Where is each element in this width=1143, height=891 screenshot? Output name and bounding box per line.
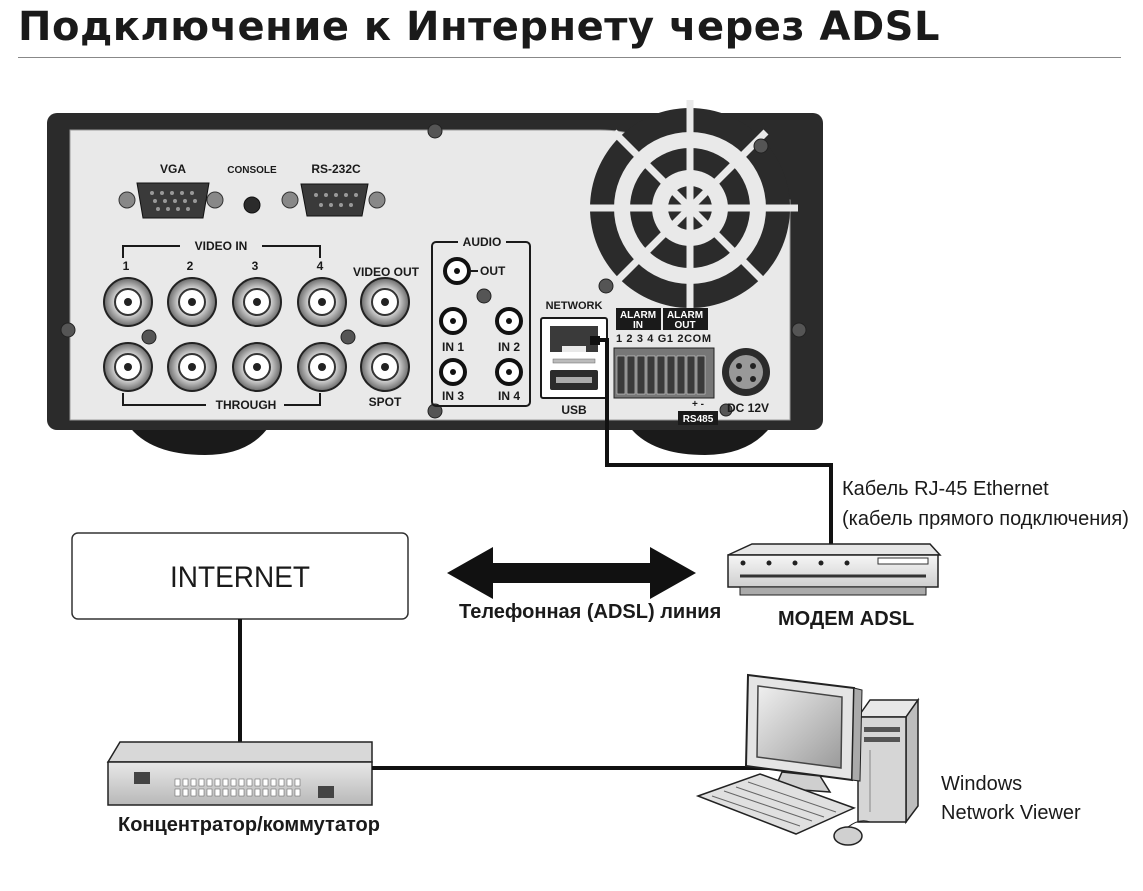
- rs485-label: RS485: [683, 414, 714, 425]
- rs232c-port-icon: [300, 183, 369, 217]
- rs232c-screw-right-icon: [368, 191, 386, 209]
- dc-power-jack-icon: [722, 348, 770, 396]
- rca-jack-out-icon: [443, 257, 471, 285]
- vga-label: VGA: [160, 162, 186, 176]
- hub-label: Концентратор/коммутатор: [118, 814, 380, 836]
- adsl-modem-icon: [727, 543, 942, 596]
- fan-grill-icon: [582, 100, 798, 316]
- bnc-icon: [103, 277, 153, 327]
- dc12v-label: DC 12V: [727, 401, 769, 415]
- network-label: NETWORK: [546, 300, 603, 312]
- dvr-foot-left: [128, 425, 270, 455]
- rj45-port-icon: [550, 326, 598, 352]
- audio-in1-label: IN 1: [442, 340, 464, 354]
- pc-computer-icon: [695, 673, 920, 846]
- video-out-label: VIDEO OUT: [353, 265, 420, 279]
- screw-icons: [60, 123, 807, 419]
- audio-in3-label: IN 3: [442, 389, 464, 403]
- rca-jack-in2-icon: [495, 307, 523, 335]
- viewer-label-line1: Windows: [941, 773, 1023, 795]
- vga-screw-right-icon: [206, 191, 224, 209]
- bnc-connectors: [103, 277, 410, 392]
- audio-in2-label: IN 2: [498, 340, 520, 354]
- usb-label: USB: [561, 403, 587, 417]
- cable-label-line1: Кабель RJ-45 Ethernet: [842, 478, 1049, 500]
- bnc-icon: [167, 277, 217, 327]
- svg-text:ALARM: ALARM: [620, 310, 656, 321]
- bnc-icon: [167, 342, 217, 392]
- rca-jack-in4-icon: [495, 358, 523, 386]
- terminal-block-icon: [613, 347, 715, 399]
- video-in-ch1-label: 1: [123, 259, 130, 273]
- rs485-badge: [678, 411, 718, 425]
- modem-label: МОДЕМ ADSL: [778, 608, 915, 630]
- internet-label: INTERNET: [170, 561, 310, 594]
- console-port-icon: [243, 196, 261, 214]
- rs232c-label: RS-232C: [311, 162, 361, 176]
- audio-label: AUDIO: [463, 235, 502, 249]
- spot-label: SPOT: [369, 395, 402, 409]
- video-in-bracket: [122, 245, 321, 258]
- ethernet-cable: [595, 338, 833, 548]
- page-title: Подключение к Интернету через ADSL: [18, 4, 940, 50]
- audio-in4-label: IN 4: [498, 389, 520, 403]
- svg-text:IN: IN: [633, 320, 643, 331]
- bnc-icon: [360, 277, 410, 327]
- video-in-ch3-label: 3: [252, 259, 259, 273]
- video-in-ch2-label: 2: [187, 259, 194, 273]
- dvr-foot-right: [628, 425, 772, 455]
- console-label: CONSOLE: [227, 165, 277, 176]
- through-label: THROUGH: [216, 398, 277, 412]
- alarm-in-badge: [616, 308, 661, 330]
- svg-text:+ -: + -: [692, 399, 704, 410]
- dvr-rear-panel: VGA CONSOLE RS-232C VIDEO IN 1 2 3 4 VID…: [47, 100, 823, 455]
- phone-line-label: Телефонная (ADSL) линия: [459, 601, 722, 623]
- vga-port-icon: [136, 182, 210, 219]
- through-bracket: [122, 393, 321, 406]
- audio-out-label: OUT: [480, 264, 506, 278]
- alarm-out-badge: [663, 308, 708, 330]
- bnc-icon: [232, 277, 282, 327]
- cable-label-line2: (кабель прямого подключения): [842, 508, 1129, 530]
- svg-text:OUT: OUT: [674, 320, 695, 331]
- alarm-pins-label: 1 2 3 4 G1 2COM: [616, 333, 711, 345]
- phone-line-arrow: [447, 547, 696, 599]
- bnc-icon: [297, 277, 347, 327]
- bnc-icon: [360, 342, 410, 392]
- rs232c-screw-left-icon: [281, 191, 299, 209]
- hub-switch-icon: [106, 741, 373, 806]
- bnc-icon: [232, 342, 282, 392]
- vga-screw-left-icon: [118, 191, 136, 209]
- bnc-icon: [297, 342, 347, 392]
- title-divider: [18, 57, 1121, 58]
- viewer-label-line2: Network Viewer: [941, 802, 1081, 824]
- svg-text:ALARM: ALARM: [667, 310, 703, 321]
- rca-jack-in3-icon: [439, 358, 467, 386]
- rca-jack-in1-icon: [439, 307, 467, 335]
- bnc-icon: [103, 342, 153, 392]
- video-in-ch4-label: 4: [317, 259, 324, 273]
- video-in-label: VIDEO IN: [195, 239, 248, 253]
